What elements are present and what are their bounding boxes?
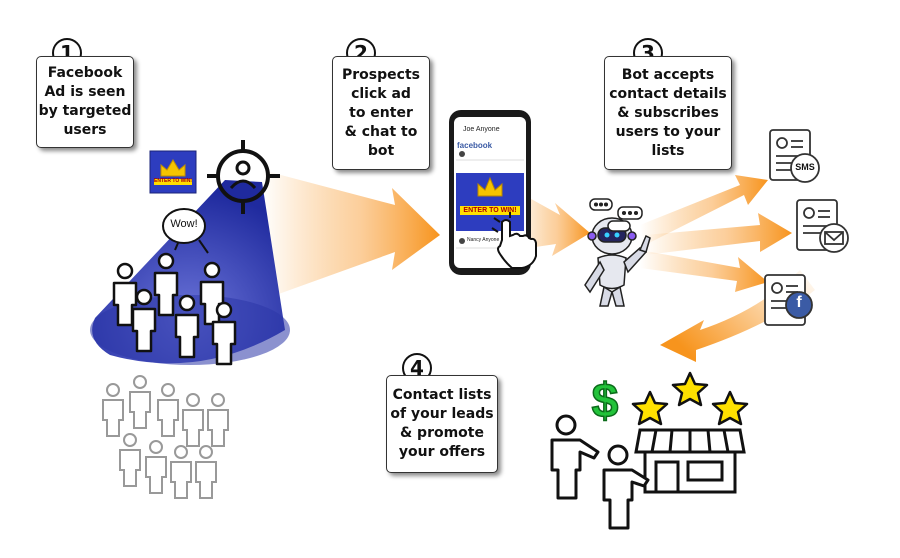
wow-bubble xyxy=(162,208,206,244)
step-3-description: Bot accepts contact details & subscribes… xyxy=(604,56,732,170)
chat-bubbles-icon xyxy=(589,198,643,232)
arrow-to-phone xyxy=(262,170,440,300)
untargeted-crowd xyxy=(102,375,229,499)
rating-stars xyxy=(631,371,749,426)
phone-comment-name: Nancy Anyone xyxy=(467,237,500,243)
targeted-crowd xyxy=(112,252,237,366)
email-list-document xyxy=(796,199,849,253)
crown-icon xyxy=(160,159,186,177)
sms-list-document xyxy=(769,129,820,183)
arrow-to-sms-list xyxy=(640,175,768,245)
facebook-icon: f xyxy=(796,294,802,311)
target-icon xyxy=(207,140,280,214)
phone-app-name: facebook xyxy=(457,141,493,150)
ad-thumbnail-banner-text: ENTER TO WIN! xyxy=(154,178,192,184)
sms-label: SMS xyxy=(795,162,815,172)
step-1-description: Facebook Ad is seen by targeted users xyxy=(36,56,134,148)
step-3-text: Bot accepts contact details & subscribes… xyxy=(609,66,727,159)
envelope-icon xyxy=(824,231,844,245)
phone-crown-icon xyxy=(477,176,503,197)
step-4-text: Contact lists of your leads & promote yo… xyxy=(390,387,494,460)
wow-bubble-text: Wow! xyxy=(170,218,198,230)
arrow-to-fb-list xyxy=(640,250,768,292)
dollar-sign-icon: $ xyxy=(591,375,619,429)
arrow-to-email-list xyxy=(645,213,792,255)
chatbot-robot xyxy=(584,217,651,307)
business-people xyxy=(550,414,650,530)
step-1-text: Facebook Ad is seen by targeted users xyxy=(38,65,132,138)
hand-pointer-icon xyxy=(497,219,537,269)
phone-user-name: Joe Anyone xyxy=(463,126,500,133)
facebook-list-document xyxy=(764,274,813,326)
step-2-description: Prospects click ad to enter & chat to bo… xyxy=(332,56,430,170)
phone-banner-text: ENTER TO WIN! xyxy=(463,207,517,214)
step-2-text: Prospects click ad to enter & chat to bo… xyxy=(342,66,420,159)
store-icon xyxy=(634,428,746,494)
step-4-description: Contact lists of your leads & promote yo… xyxy=(386,375,498,473)
